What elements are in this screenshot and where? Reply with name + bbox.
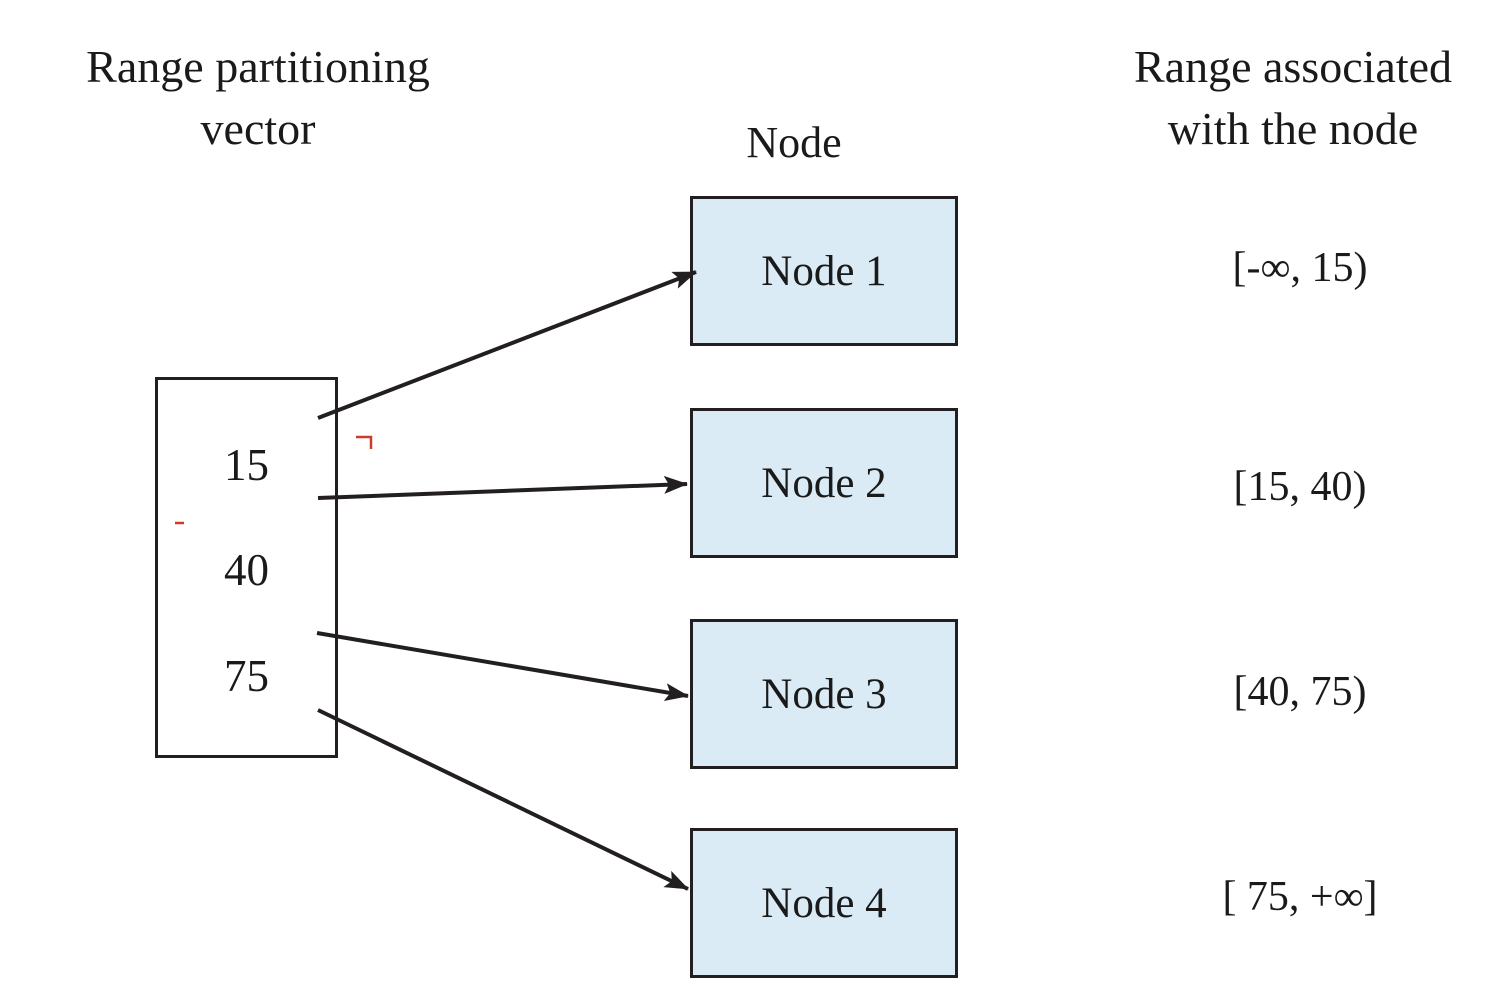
node-label-1: Node 1 xyxy=(761,247,887,295)
node-range-label-1: [-∞, 15) xyxy=(1232,245,1368,291)
node-range-label-4: [ 75, +∞] xyxy=(1222,874,1378,920)
node-box-4: Node 4 xyxy=(690,828,958,978)
right-column-header-line1: Range associated xyxy=(1133,41,1453,92)
red-artifact-mark-corner xyxy=(356,435,373,449)
right-column-header-line2: with the node xyxy=(1167,103,1419,154)
node-column-header: Node xyxy=(746,118,842,167)
arrow-vector-to-node-1 xyxy=(317,270,697,420)
vector-value-1: 15 xyxy=(224,440,269,490)
partitioning-vector-box: 15 40 75 xyxy=(155,377,338,758)
node-range-label-3: [40, 75) xyxy=(1233,669,1367,715)
left-column-header: Range partitioning vector xyxy=(28,36,488,160)
vector-value-2: 40 xyxy=(224,545,269,595)
node-box-2: Node 2 xyxy=(690,408,958,558)
arrow-vector-to-node-3 xyxy=(316,631,689,702)
left-column-header-line1: Range partitioning xyxy=(86,41,430,92)
left-column-header-line2: vector xyxy=(200,103,316,154)
right-column-header: Range associated with the node xyxy=(1080,36,1506,160)
node-range-label-2: [15, 40) xyxy=(1233,464,1367,510)
arrow-vector-to-node-2 xyxy=(317,475,688,500)
node-label-3: Node 3 xyxy=(761,670,887,718)
node-box-3: Node 3 xyxy=(690,619,958,769)
node-label-4: Node 4 xyxy=(761,879,887,927)
arrow-vector-to-node-4 xyxy=(317,708,689,891)
vector-value-3: 75 xyxy=(224,651,269,701)
node-box-1: Node 1 xyxy=(690,196,958,346)
node-label-2: Node 2 xyxy=(761,459,887,507)
